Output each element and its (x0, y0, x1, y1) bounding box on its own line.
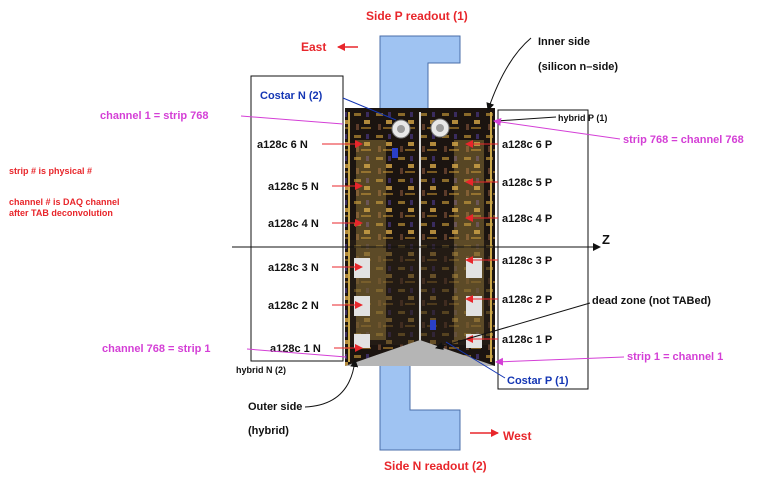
hybrid-p-box (497, 109, 589, 390)
hybrid-p-pointer (495, 116, 557, 122)
chip-p-5: a128c 5 P (502, 177, 552, 189)
strip1-channel1-line (495, 356, 625, 366)
chip-n-5: a128c 5 N (268, 181, 319, 193)
dead-zone-label: dead zone (not TABed) (592, 295, 711, 307)
side-p-cable (379, 35, 461, 113)
chip-labels-n: a128c 6 N a128c 5 N a128c 4 N a128c 3 N … (257, 139, 363, 355)
hybrid-p-label: hybrid P (1) (558, 113, 607, 123)
inner-side-pointer (486, 37, 532, 111)
outer-side-sublabel: (hybrid) (248, 425, 289, 437)
costar-p-pointer (445, 341, 506, 379)
hybrid-n-box (250, 75, 344, 362)
dead-zone-area (345, 340, 495, 366)
hybrid-n-label: hybrid N (2) (236, 365, 286, 375)
chip-p-2: a128c 2 P (502, 294, 552, 306)
note-after-tab: after TAB deconvolution (9, 208, 113, 218)
chip-n-3: a128c 3 N (268, 262, 319, 274)
side-n-readout-title: Side N readout (2) (384, 459, 487, 473)
side-p-readout-title: Side P readout (1) (366, 9, 468, 23)
chip-n-2: a128c 2 N (268, 300, 319, 312)
chip-p-3: a128c 3 P (502, 255, 552, 267)
outer-side-label: Outer side (248, 401, 302, 413)
dead-zone-pointer (435, 302, 591, 350)
inner-side-label: Inner side (538, 36, 590, 48)
costar-p-label: Costar P (1) (507, 375, 569, 387)
strip768-channel768-line (493, 118, 621, 140)
east-label: East (301, 40, 326, 54)
costar-n-label: Costar N (2) (260, 90, 323, 102)
chip-n-4: a128c 4 N (268, 218, 319, 230)
note-strip-physical: strip # is physical # (9, 166, 92, 176)
west-label: West (503, 429, 531, 443)
detector-module (345, 108, 495, 366)
chip-p-1: a128c 1 P (502, 334, 552, 346)
inner-side-sublabel: (silicon n–side) (538, 61, 618, 73)
chip-p-4: a128c 4 P (502, 213, 552, 225)
chip-n-6: a128c 6 N (257, 139, 308, 151)
channel1-strip768-line (240, 115, 344, 125)
channel1-strip768-label: channel 1 = strip 768 (100, 110, 209, 122)
costar-n-pointer (342, 97, 397, 121)
channel768-strip1-label: channel 768 = strip 1 (102, 343, 211, 355)
z-axis-label: Z (602, 232, 610, 247)
channel768-strip1-line (246, 348, 347, 358)
strip1-channel1-label: strip 1 = channel 1 (627, 351, 723, 363)
chip-p-6: a128c 6 P (502, 139, 552, 151)
side-n-cable (379, 361, 461, 451)
strip768-channel768-label: strip 768 = channel 768 (623, 134, 744, 146)
note-channel-daq: channel # is DAQ channel (9, 197, 120, 207)
outer-side-pointer (304, 359, 359, 408)
chip-labels-p: a128c 6 P a128c 5 P a128c 4 P a128c 3 P … (465, 139, 552, 346)
